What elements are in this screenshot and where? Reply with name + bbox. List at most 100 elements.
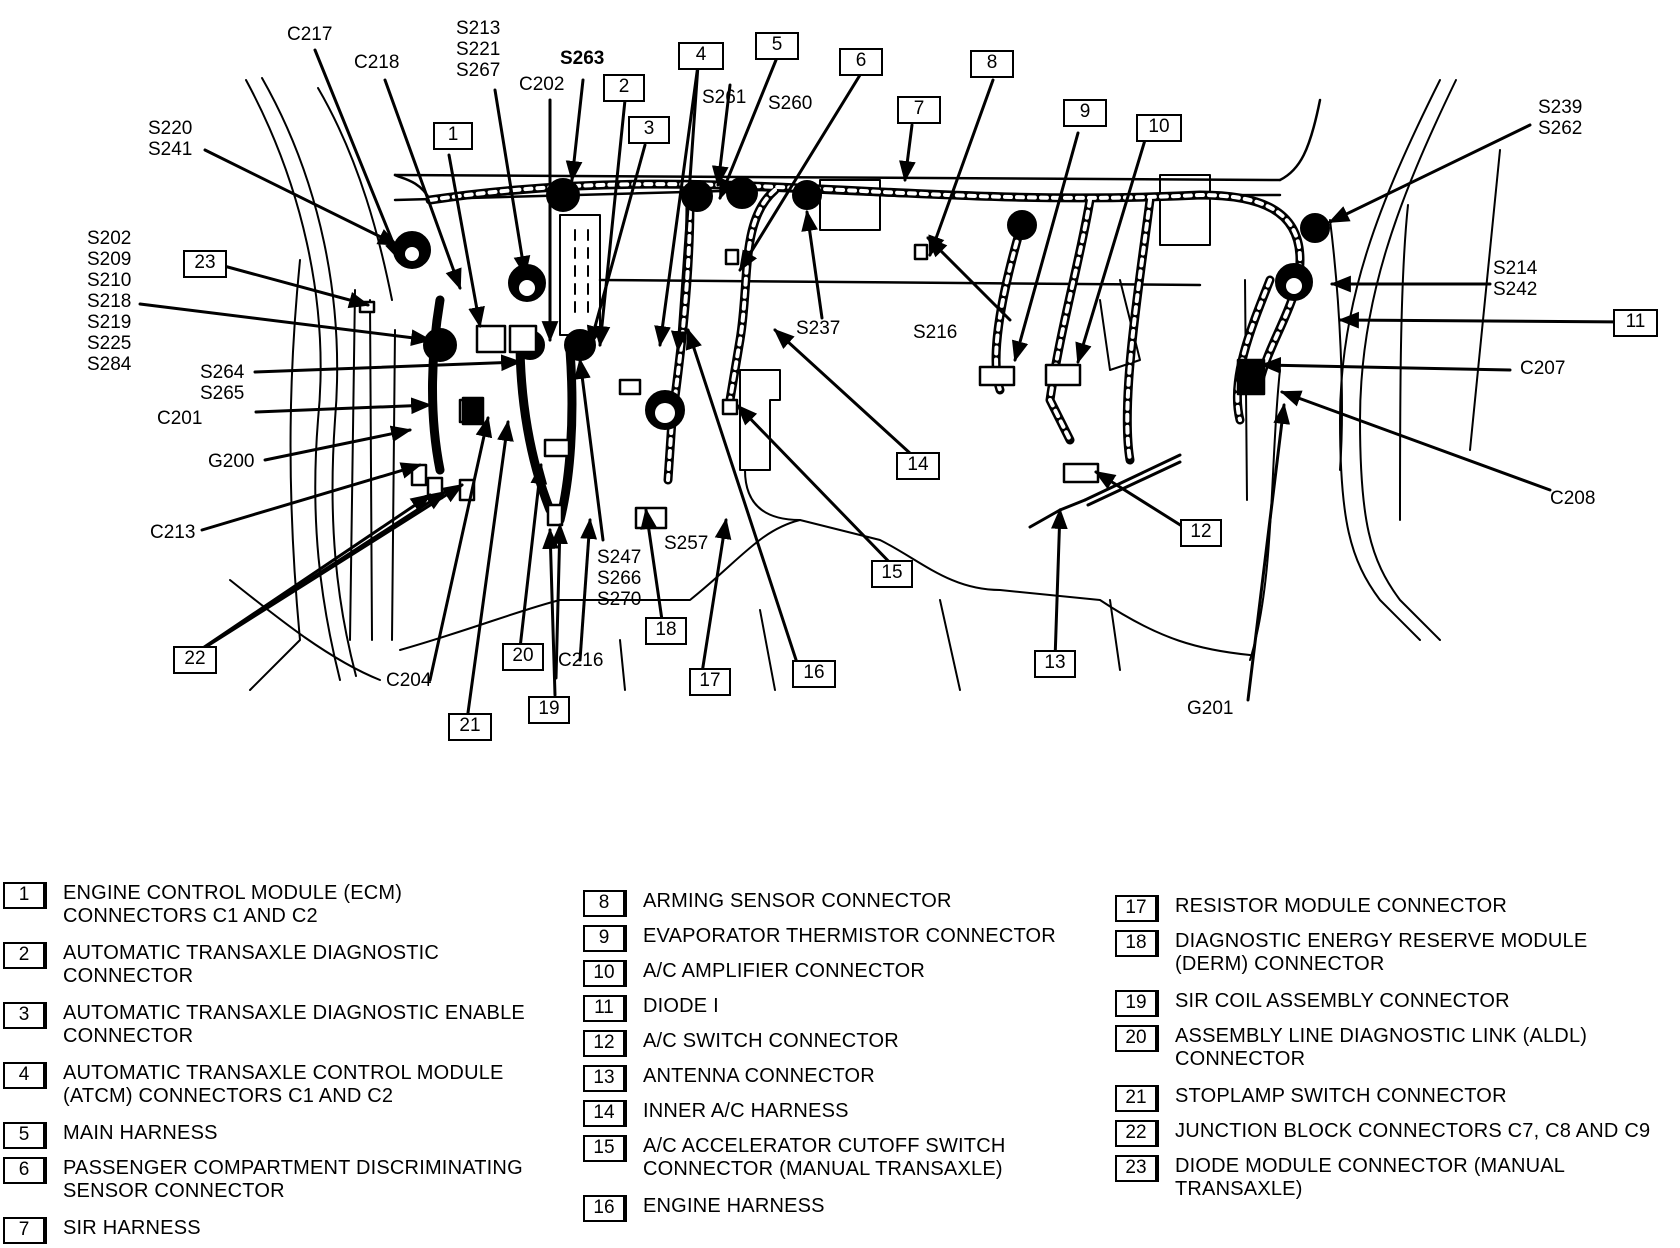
legend-number-box: 18 <box>1115 930 1159 957</box>
callout-c201: C201 <box>157 408 203 429</box>
legend-number-box: 3 <box>3 1002 47 1029</box>
callout-c217: C217 <box>287 24 333 45</box>
legend-item-6: 6 PASSENGER COMPARTMENT DISCRIMINATING S… <box>3 1157 523 1203</box>
harness-diagram: C217 C218 S213 S221 S267 S263 C202 S261 … <box>87 18 1658 741</box>
callout-box-2: 2 <box>603 74 645 102</box>
legend-item-7: 7 SIR HARNESS <box>3 1217 201 1244</box>
callout-box-12: 12 <box>1180 519 1222 547</box>
callout-c218: C218 <box>354 52 400 73</box>
legend-description: SIR COIL ASSEMBLY CONNECTOR <box>1175 990 1510 1012</box>
callout-box-16: 16 <box>792 660 836 688</box>
legend-item-22: 22 JUNCTION BLOCK CONNECTORS C7, C8 AND … <box>1115 1120 1650 1147</box>
callout-s264-s265: S264 S265 <box>200 362 245 404</box>
callout-c207: C207 <box>1520 358 1566 379</box>
legend-item-5: 5 MAIN HARNESS <box>3 1122 218 1149</box>
legend-description: AUTOMATIC TRANSAXLE CONTROL MODULE (ATCM… <box>63 1062 504 1107</box>
callout-s261: S261 <box>702 87 747 108</box>
callout-box-13: 13 <box>1034 650 1076 678</box>
legend-description: A/C SWITCH CONNECTOR <box>643 1030 899 1052</box>
callout-box-20: 20 <box>502 643 544 671</box>
callout-s202-group: S202 S209 S210 S218 S219 S225 S284 <box>87 228 132 375</box>
vehicle-outline-drawing <box>138 48 1632 722</box>
callout-box-7: 7 <box>897 96 941 124</box>
legend-number-box: 8 <box>583 890 627 917</box>
legend-description: SIR HARNESS <box>63 1217 201 1239</box>
callout-s213-s221-s267: S213 S221 S267 <box>456 18 501 81</box>
callout-box-9: 9 <box>1063 99 1107 127</box>
callout-g200: G200 <box>208 451 255 472</box>
legend-item-12: 12 A/C SWITCH CONNECTOR <box>583 1030 899 1057</box>
legend-description: ASSEMBLY LINE DIAGNOSTIC LINK (ALDL) CON… <box>1175 1025 1588 1070</box>
legend-description: AUTOMATIC TRANSAXLE DIAGNOSTIC CONNECTOR <box>63 942 440 987</box>
callout-box-6: 6 <box>839 48 883 76</box>
legend-number-box: 20 <box>1115 1025 1159 1052</box>
legend-description: RESISTOR MODULE CONNECTOR <box>1175 895 1508 917</box>
legend-description: A/C ACCELERATOR CUTOFF SWITCH CONNECTOR … <box>643 1135 1006 1180</box>
legend-number-box: 5 <box>3 1122 47 1149</box>
legend-number-box: 9 <box>583 925 627 952</box>
legend-number-box: 6 <box>3 1157 47 1184</box>
callout-c213: C213 <box>150 522 196 543</box>
callout-box-18: 18 <box>645 617 687 645</box>
legend-description: JUNCTION BLOCK CONNECTORS C7, C8 AND C9 <box>1175 1120 1651 1142</box>
callout-box-17: 17 <box>689 668 731 696</box>
callout-box-23: 23 <box>183 250 227 278</box>
legend-description: AUTOMATIC TRANSAXLE DIAGNOSTIC ENABLE CO… <box>63 1002 525 1047</box>
callout-box-22: 22 <box>173 646 217 674</box>
legend-description: DIODE I <box>643 995 719 1017</box>
callout-s247-s266-s270: S247 S266 S270 <box>597 547 642 610</box>
legend-description: ENGINE HARNESS <box>643 1195 825 1217</box>
legend-description: DIODE MODULE CONNECTOR (MANUAL TRANSAXLE… <box>1175 1155 1566 1200</box>
legend-number-box: 11 <box>583 995 627 1022</box>
legend-number-box: 12 <box>583 1030 627 1057</box>
legend-item-23: 23 DIODE MODULE CONNECTOR (MANUAL TRANSA… <box>1115 1155 1565 1201</box>
callout-s237: S237 <box>796 318 841 339</box>
legend-item-21: 21 STOPLAMP SWITCH CONNECTOR <box>1115 1085 1507 1112</box>
legend-description: ANTENNA CONNECTOR <box>643 1065 875 1087</box>
callout-c216: C216 <box>558 650 604 671</box>
callout-c204: C204 <box>386 670 432 691</box>
callout-box-11: 11 <box>1613 309 1658 337</box>
callout-box-4: 4 <box>678 42 724 70</box>
legend-item-8: 8 ARMING SENSOR CONNECTOR <box>583 890 952 917</box>
callout-s239-s262: S239 S262 <box>1538 97 1583 139</box>
antenna-plug <box>1028 453 1182 529</box>
callout-c202: C202 <box>519 74 565 95</box>
legend-number-box: 4 <box>3 1062 47 1089</box>
legend-description: STOPLAMP SWITCH CONNECTOR <box>1175 1085 1507 1107</box>
legend-description: EVAPORATOR THERMISTOR CONNECTOR <box>643 925 1056 947</box>
legend-number-box: 22 <box>1115 1120 1159 1147</box>
legend-number-box: 21 <box>1115 1085 1159 1112</box>
callout-box-10: 10 <box>1136 114 1182 142</box>
callout-box-19: 19 <box>528 696 570 724</box>
callout-box-3: 3 <box>628 116 670 144</box>
legend-item-2: 2 AUTOMATIC TRANSAXLE DIAGNOSTIC CONNECT… <box>3 942 439 988</box>
callout-s257: S257 <box>664 533 709 554</box>
legend-item-16: 16 ENGINE HARNESS <box>583 1195 825 1222</box>
left-body-outline <box>229 77 396 691</box>
callout-box-14: 14 <box>896 452 940 480</box>
callout-s220-s241: S220 S241 <box>148 118 193 160</box>
legend-description: INNER A/C HARNESS <box>643 1100 849 1122</box>
callout-s216: S216 <box>913 322 958 343</box>
legend-item-13: 13 ANTENNA CONNECTOR <box>583 1065 875 1092</box>
legend-number-box: 2 <box>3 942 47 969</box>
legend-item-1: 1 ENGINE CONTROL MODULE (ECM) CONNECTORS… <box>3 882 402 928</box>
legend-description: A/C AMPLIFIER CONNECTOR <box>643 960 926 982</box>
callout-box-15: 15 <box>871 560 913 588</box>
legend-number-box: 17 <box>1115 895 1159 922</box>
splice-pack-stipple <box>405 247 1302 423</box>
legend-item-9: 9 EVAPORATOR THERMISTOR CONNECTOR <box>583 925 1056 952</box>
legend-number-box: 14 <box>583 1100 627 1127</box>
legend-number-box: 10 <box>583 960 627 987</box>
legend-description: PASSENGER COMPARTMENT DISCRIMINATING SEN… <box>63 1157 523 1202</box>
legend-item-4: 4 AUTOMATIC TRANSAXLE CONTROL MODULE (AT… <box>3 1062 504 1108</box>
splice-packs <box>393 177 1330 430</box>
callout-box-5: 5 <box>755 32 799 60</box>
legend-item-11: 11 DIODE I <box>583 995 719 1022</box>
legend-description: ARMING SENSOR CONNECTOR <box>643 890 952 912</box>
legend-number-box: 23 <box>1115 1155 1159 1182</box>
callout-box-21: 21 <box>448 713 492 741</box>
legend-item-10: 10 A/C AMPLIFIER CONNECTOR <box>583 960 925 987</box>
center-stack-outline <box>559 174 1211 521</box>
